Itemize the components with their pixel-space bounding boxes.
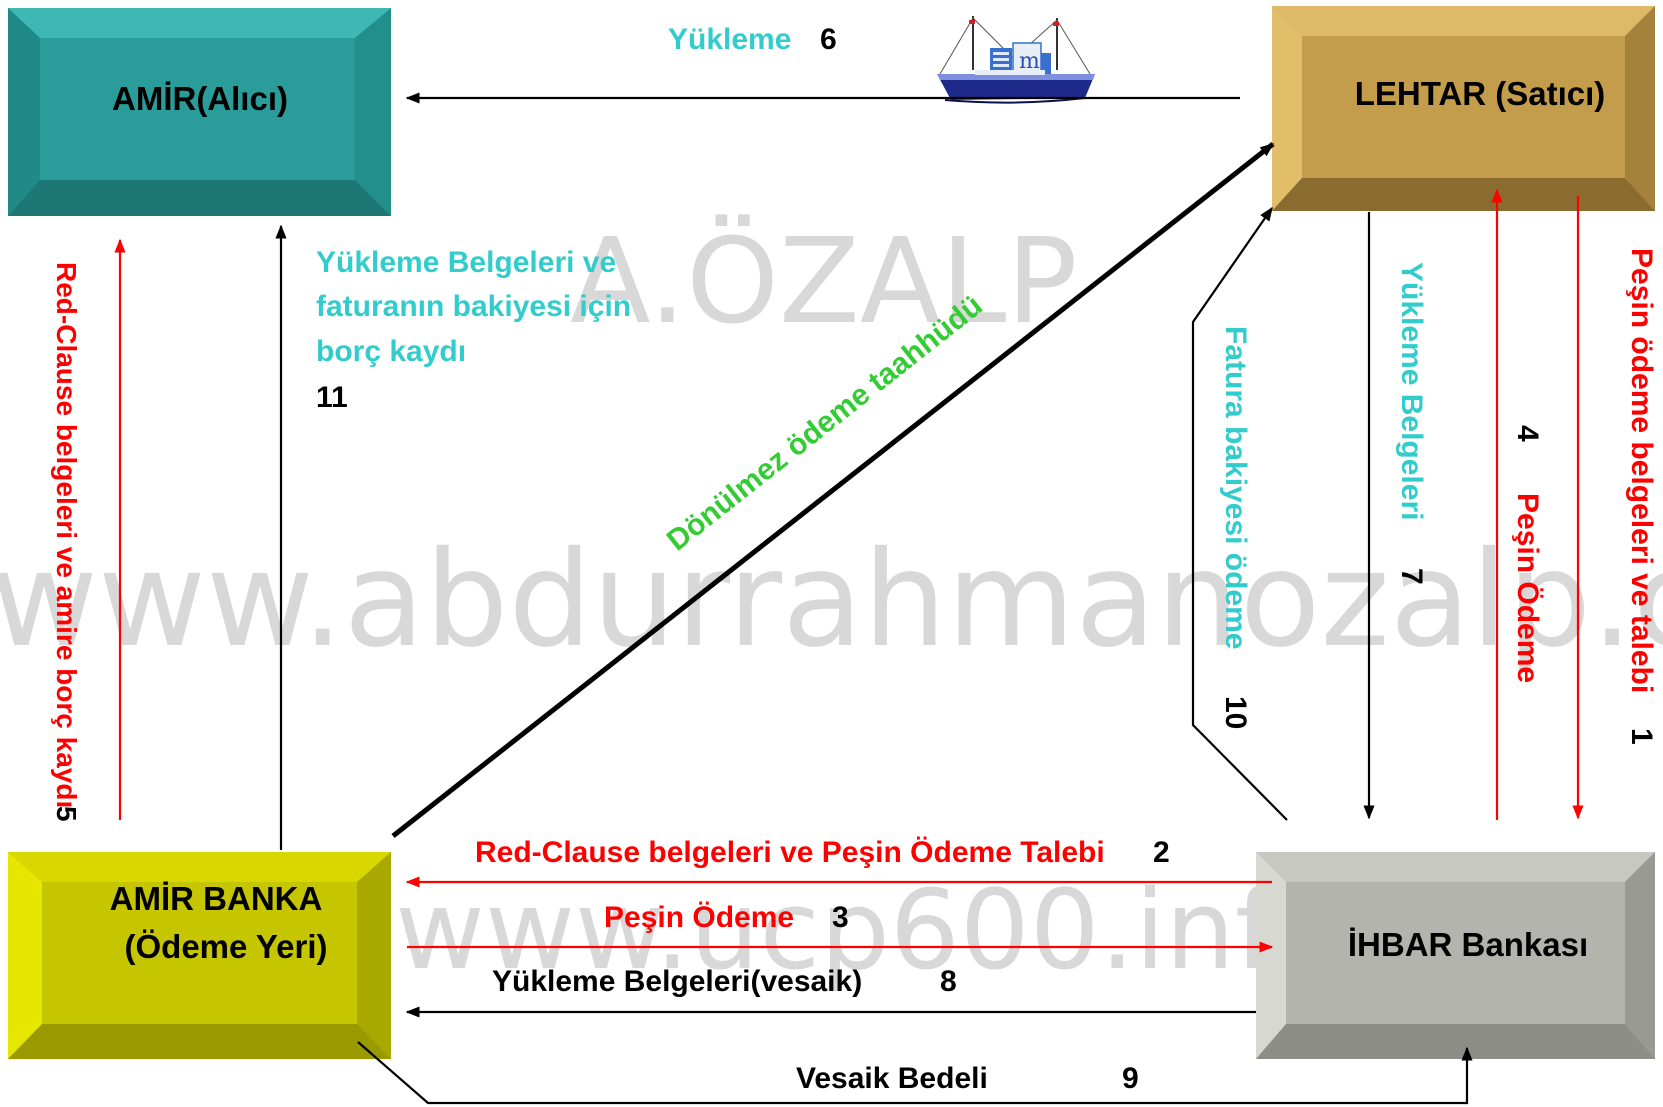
label-red-clause-amire: Red-Clause belgeleri ve amire borç kaydı <box>51 262 82 808</box>
label-vesaik-num: 8 <box>940 965 957 998</box>
lehtar-label: LEHTAR (Satıcı) <box>1355 75 1606 112</box>
label-vesaik: Yükleme Belgeleri(vesaik) <box>492 965 862 998</box>
label-borc-num: 11 <box>316 381 348 414</box>
watermark: A.ÖZALP www.abdurrahmanozalp.com www.ucp… <box>0 212 1663 994</box>
amir-banka-box: AMİR BANKA (Ödeme Yeri) <box>8 852 391 1059</box>
label-red-talep-num: 2 <box>1153 836 1170 869</box>
label-yukleme-belgeleri-num: 7 <box>1395 568 1428 585</box>
label-pesin-belgeleri: Peşin ödeme belgeleri ve talebi <box>1625 248 1658 693</box>
label-pesin-odeme-h: Peşin Ödeme <box>604 901 794 934</box>
label-yukleme: Yükleme <box>668 23 791 56</box>
label-yukleme-belgeleri: Yükleme Belgeleri <box>1395 262 1428 520</box>
watermark-name: A.ÖZALP <box>570 212 1078 350</box>
label-pesin-odeme-v: Peşin Ödeme <box>1511 493 1544 683</box>
label-fatura: Fatura bakiyesi ödeme <box>1219 326 1252 649</box>
arrow-fatura-bakiyesi <box>1191 206 1288 821</box>
watermark-site-2: www.ucp600.info <box>395 866 1341 994</box>
lehtar-box: LEHTAR (Satıcı) <box>1272 6 1655 211</box>
label-pesin-odeme-v-num: 4 <box>1511 425 1544 442</box>
amir-banka-label-2: (Ödeme Yeri) <box>125 928 328 965</box>
label-vesaik-bedeli-num: 9 <box>1122 1062 1139 1095</box>
label-red-talep: Red-Clause belgeleri ve Peşin Ödeme Tale… <box>475 836 1105 869</box>
label-red-clause-amire-num: 5 <box>51 806 82 822</box>
label-pesin-odeme-h-num: 3 <box>832 901 849 934</box>
ship-icon: m <box>937 16 1095 104</box>
arrow-donulmez <box>391 142 1275 838</box>
label-borc-1: Yükleme Belgeleri ve <box>316 246 616 279</box>
amir-box: AMİR(Alıcı) <box>8 8 391 216</box>
arrow-vesaik-bedeli <box>357 1041 1473 1105</box>
label-vesaik-bedeli: Vesaik Bedeli <box>796 1062 988 1095</box>
watermark-site: www.abdurrahmanozalp.com <box>0 523 1663 677</box>
label-pesin-belgeleri-num: 1 <box>1625 728 1658 745</box>
label-fatura-num: 10 <box>1219 696 1252 729</box>
ihbar-box: İHBAR Bankası <box>1256 852 1655 1059</box>
amir-banka-label-1: AMİR BANKA <box>110 880 323 917</box>
ihbar-label: İHBAR Bankası <box>1348 926 1588 963</box>
label-yukleme-num: 6 <box>820 23 837 56</box>
svg-text:m: m <box>1019 49 1040 74</box>
label-borc-2: faturanın bakiyesi için <box>316 290 631 323</box>
amir-label: AMİR(Alıcı) <box>112 80 288 117</box>
label-borc-3: borç kaydı <box>316 335 466 368</box>
